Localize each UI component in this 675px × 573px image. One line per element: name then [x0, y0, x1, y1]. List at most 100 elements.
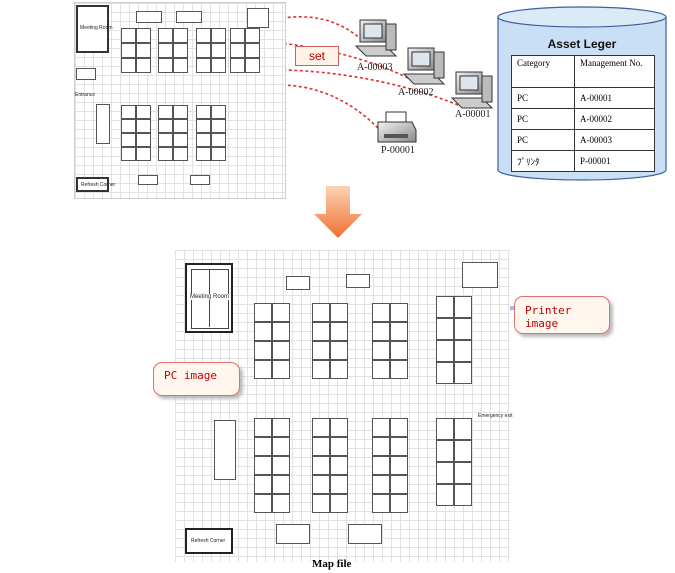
desk: [173, 147, 188, 161]
bottom-locker: [214, 420, 236, 480]
desk: [272, 475, 290, 494]
desk: [254, 303, 272, 322]
desk: [330, 360, 348, 379]
desk: [454, 484, 472, 506]
desk: [372, 322, 390, 341]
ledger-cell-management-no: P-00001: [574, 150, 655, 172]
ledger-cell-category: PC: [511, 87, 575, 109]
desk: [272, 360, 290, 379]
desk: [254, 437, 272, 456]
desk: [158, 43, 173, 58]
desk: [372, 475, 390, 494]
bottom-box-bottom-2: [348, 524, 382, 544]
desk: [230, 43, 245, 58]
printer-image-label: Printer image: [525, 304, 572, 330]
desk: [436, 362, 454, 384]
desk: [312, 418, 330, 437]
set-label-box: set: [295, 46, 339, 66]
desk: [211, 147, 226, 161]
desk: [245, 28, 260, 43]
desk: [196, 133, 211, 147]
desk: [436, 440, 454, 462]
ledger-cell-management-no: A-00002: [574, 108, 655, 130]
top-entrance-label: Entrance: [75, 92, 96, 98]
desk: [390, 303, 408, 322]
desk: [390, 494, 408, 513]
down-arrow-icon: [314, 186, 362, 238]
top-meeting-room: Meeting Room: [76, 5, 113, 53]
ledger-header-category: Category: [511, 55, 575, 88]
bottom-box-top-right: [462, 262, 498, 288]
desk: [312, 456, 330, 475]
top-meeting-room-label: Meeting Room: [80, 25, 113, 31]
desk: [436, 462, 454, 484]
ledger-cell-management-no: A-00001: [574, 87, 655, 109]
desk: [272, 456, 290, 475]
desk: [436, 318, 454, 340]
desk: [312, 341, 330, 360]
ledger-cell-management-no: A-00003: [574, 129, 655, 151]
top-box-1: [136, 11, 162, 23]
desk: [121, 119, 136, 133]
set-label: set: [308, 49, 325, 63]
desk: [330, 303, 348, 322]
desk: [121, 133, 136, 147]
desk: [158, 147, 173, 161]
desk: [136, 105, 151, 119]
map-file-label: Map file: [312, 558, 352, 570]
desk: [158, 119, 173, 133]
printer-p00001-label: P-00001: [381, 145, 415, 156]
desk: [121, 43, 136, 58]
desk: [254, 360, 272, 379]
desk: [390, 456, 408, 475]
ledger-cell-category: PC: [511, 108, 575, 130]
desk: [211, 43, 226, 58]
desk: [436, 418, 454, 440]
desk: [372, 456, 390, 475]
desk: [390, 418, 408, 437]
desk: [196, 28, 211, 43]
desk: [173, 28, 188, 43]
desk: [121, 28, 136, 43]
desk: [254, 456, 272, 475]
desk: [390, 475, 408, 494]
desk: [312, 494, 330, 513]
desk: [254, 494, 272, 513]
computer-a00001-label: A-00001: [455, 109, 491, 120]
desk: [330, 494, 348, 513]
desk: [330, 475, 348, 494]
desk: [173, 119, 188, 133]
desk: [196, 58, 211, 73]
desk: [158, 105, 173, 119]
computer-a00003-label: A-00003: [357, 62, 393, 73]
ledger-cell-category: ﾌﾟﾘﾝﾀ: [511, 150, 575, 172]
top-box-4: [138, 175, 158, 185]
desk: [312, 322, 330, 341]
desk: [136, 43, 151, 58]
desk: [272, 322, 290, 341]
desk: [390, 341, 408, 360]
desk: [330, 456, 348, 475]
desk: [372, 360, 390, 379]
desk: [436, 296, 454, 318]
desk: [454, 362, 472, 384]
desk: [196, 147, 211, 161]
desk: [173, 43, 188, 58]
desk: [230, 58, 245, 73]
desk: [136, 119, 151, 133]
desk: [372, 303, 390, 322]
desk: [158, 58, 173, 73]
desk: [211, 58, 226, 73]
computer-a00002-label: A-00002: [398, 87, 434, 98]
desk: [436, 484, 454, 506]
bottom-meeting-room: Meeting Room: [185, 263, 233, 333]
printer-image-callout: Printer image: [514, 296, 610, 334]
top-refresh-label: Refresh Corner: [81, 182, 116, 188]
desk: [372, 341, 390, 360]
desk: [272, 418, 290, 437]
desk: [454, 440, 472, 462]
desk: [272, 303, 290, 322]
desk: [158, 133, 173, 147]
top-box-3: [247, 8, 269, 28]
